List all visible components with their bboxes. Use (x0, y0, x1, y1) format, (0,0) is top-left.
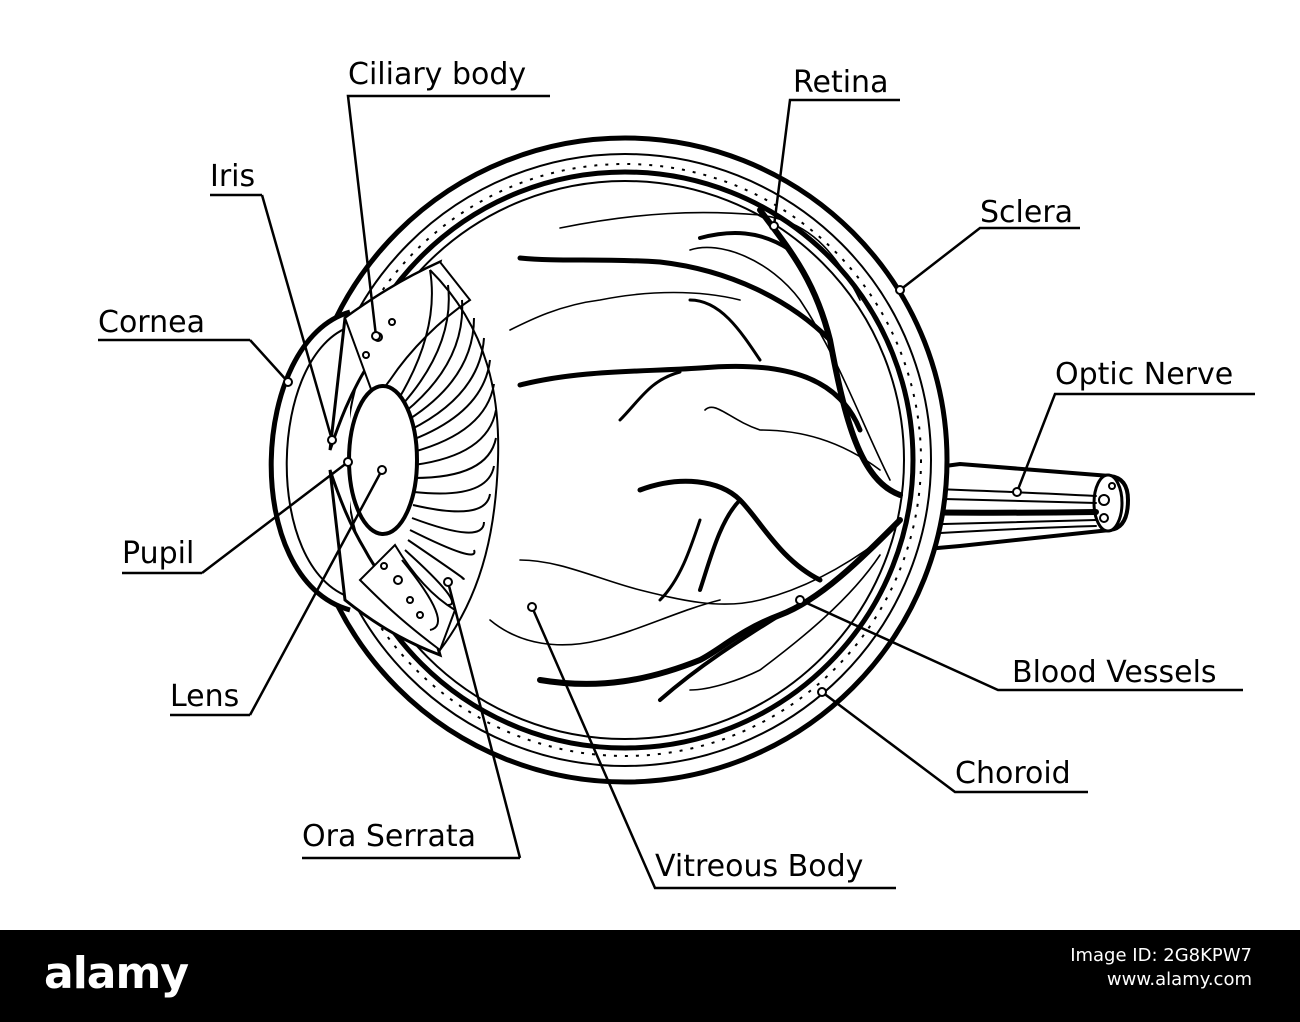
label-sclera: Sclera (980, 195, 1073, 230)
label-cornea: Cornea (98, 305, 205, 340)
leader-lines (98, 94, 1255, 890)
zonular-fibers (397, 269, 500, 651)
eye-anatomy-diagram: Ciliary body Retina Iris Sclera Cornea O… (98, 57, 1255, 890)
ciliary-iris-upper (328, 259, 472, 451)
leader-dots (283, 221, 1022, 697)
ciliary-iris-lower (328, 469, 457, 658)
label-retina: Retina (793, 65, 888, 100)
retinal-blood-vessels (489, 207, 903, 702)
label-ora-serrata: Ora Serrata (302, 819, 476, 854)
label-blood-vessels: Blood Vessels (1012, 655, 1217, 690)
label-iris: Iris (210, 159, 255, 194)
brand-logo: alamy (44, 948, 189, 999)
footer-bar: alamy Image ID: 2G8KPW7 www.alamy.com (0, 930, 1300, 1022)
eye-diagram-svg: Ciliary body Retina Iris Sclera Cornea O… (98, 57, 1255, 890)
image-id-text: Image ID: 2G8KPW7 (1070, 945, 1252, 966)
label-choroid: Choroid (955, 756, 1071, 791)
cornea-shape (268, 309, 353, 613)
label-lens: Lens (170, 679, 239, 714)
site-url-text: www.alamy.com (1106, 969, 1252, 990)
label-pupil: Pupil (122, 536, 194, 571)
label-optic-nerve: Optic Nerve (1055, 357, 1233, 392)
label-ciliary-body: Ciliary body (348, 57, 526, 92)
label-vitreous-body: Vitreous Body (655, 849, 863, 884)
image-id-block: Image ID: 2G8KPW7 www.alamy.com (1070, 944, 1252, 992)
